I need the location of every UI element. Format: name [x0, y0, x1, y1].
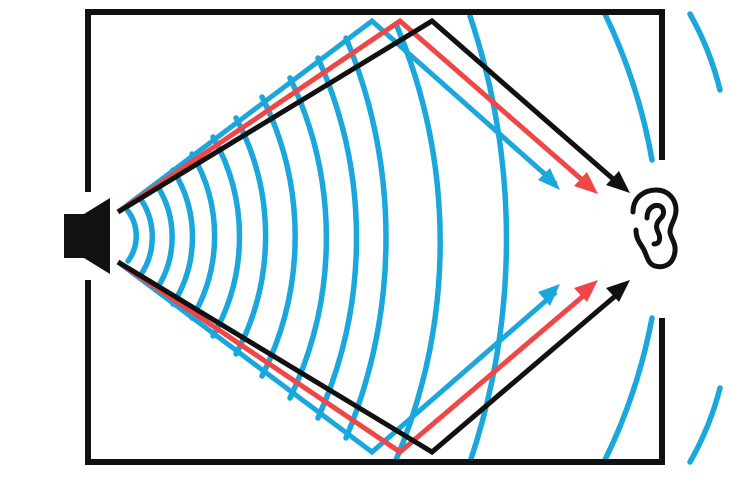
wavefront-arc — [287, 75, 330, 401]
wavefront-arc — [343, 35, 389, 441]
arrowhead-blue — [538, 168, 560, 190]
wavefront-arc — [601, 9, 655, 163]
arrowhead-black — [606, 171, 630, 193]
wavefront-arc — [687, 11, 723, 93]
arrowhead-red — [574, 172, 598, 194]
wavefront-arc — [687, 385, 723, 465]
wavefront-arc — [210, 134, 243, 339]
wavefront-arc — [189, 151, 218, 321]
wavefront-arc — [259, 94, 298, 379]
wavefront-arc — [601, 315, 655, 465]
ear-icon — [630, 187, 679, 270]
ray-blue — [116, 17, 558, 214]
ray-black — [116, 17, 622, 215]
ray-black — [116, 259, 622, 456]
wavefront-arc — [125, 208, 139, 264]
room-walls — [85, 9, 665, 465]
wall-left-lower — [85, 280, 665, 465]
wavefront-arc — [153, 181, 175, 293]
wavefront-arc — [233, 115, 269, 357]
ray-red — [116, 259, 590, 456]
arrowhead-red — [574, 280, 598, 302]
ray-blue — [116, 259, 558, 456]
arrowhead-blue — [538, 284, 560, 306]
arrowhead-black — [606, 280, 630, 302]
ray-arrowheads — [538, 168, 630, 306]
wavefront-arc — [315, 55, 360, 421]
wavefront-arc — [170, 167, 196, 307]
wavefront-arc — [137, 195, 155, 279]
outer-wavefronts — [601, 9, 723, 465]
speaker-icon — [64, 198, 110, 274]
wall-left-upper — [85, 9, 665, 192]
wavefront-arc — [393, 21, 443, 462]
ray-red — [116, 17, 590, 215]
